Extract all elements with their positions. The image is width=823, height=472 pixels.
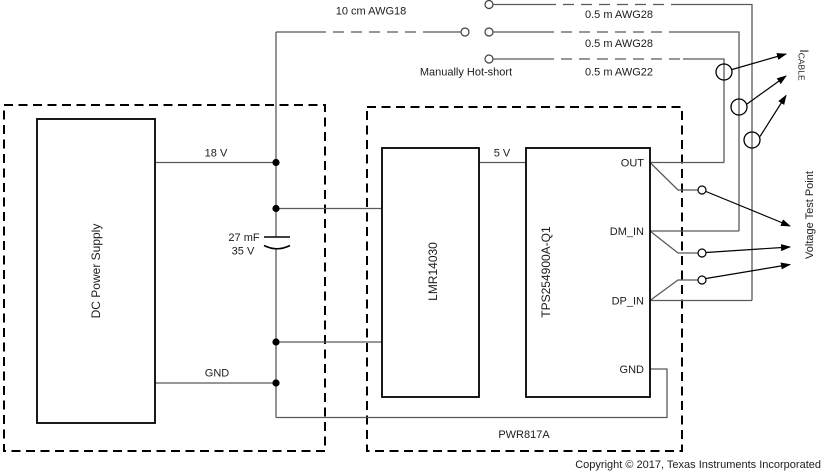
connector-terminals (460, 0, 494, 64)
probe-dm-cable (730, 98, 748, 116)
icable-arrow-3 (759, 94, 787, 137)
testpoint-arrow-dm (705, 244, 791, 254)
hot-short-label: Manually Hot-short (420, 67, 512, 79)
junction-gnd (272, 379, 280, 387)
voltage-test-point-label: Voltage Test Point (804, 171, 816, 259)
bulk-capacitor (263, 236, 291, 250)
dc-power-supply-label: DC Power Supply (89, 224, 103, 319)
tps254900a-q1-label: TPS254900A-Q1 (539, 226, 553, 318)
pin-label-gnd: GND (620, 364, 645, 376)
hot-short-terminal-right (484, 27, 494, 37)
supply-cable-label: 10 cm AWG18 (336, 6, 407, 18)
i-cable-subscript: CABLE (797, 53, 807, 81)
tps254900a-q1-block (525, 147, 651, 398)
branch-out-testpoint (649, 162, 698, 191)
wire-out-cable-right (683, 58, 725, 163)
lmr14030-label: LMR14030 (426, 242, 440, 301)
probe-out-cable (715, 63, 733, 81)
junction-18v (272, 158, 280, 167)
testpoint-arrow-out (705, 190, 791, 227)
dp-cable-label: 0.5 m AWG28 (585, 9, 653, 21)
pin-label-dp-in: DP_IN (612, 296, 644, 308)
net-label-5v: 5 V (494, 148, 511, 160)
testpoint-out (697, 185, 707, 195)
icable-arrow-1 (731, 53, 787, 71)
testpoint-dm (697, 248, 707, 258)
out-cable-label: 0.5 m AWG22 (585, 67, 653, 79)
icable-arrow-2 (746, 75, 787, 105)
branch-dm-testpoint (649, 230, 698, 254)
pin-label-dm-in: DM_IN (610, 226, 644, 238)
out-cable-terminal (484, 54, 494, 64)
capacitor-value-label: 27 mF (228, 232, 259, 244)
wire-dp-cable-right (680, 3, 753, 301)
dp-cable-terminal (484, 0, 494, 10)
current-probes (715, 53, 787, 149)
probe-dp-cable (743, 131, 761, 149)
branch-dp-testpoint (649, 279, 698, 302)
testpoint-arrow-dp (705, 262, 791, 280)
pwr817a-board-outline (366, 106, 683, 452)
board-name-label: PWR817A (498, 429, 550, 441)
net-label-18v: 18 V (205, 148, 228, 160)
junction-lmr-gnd (272, 338, 280, 346)
i-cable-label: ICABLE (797, 49, 812, 81)
junction-vin (272, 204, 280, 213)
lmr14030-block (381, 147, 480, 398)
wires (155, 3, 753, 419)
wire-gnd-return (276, 368, 668, 419)
net-label-gnd: GND (205, 368, 230, 380)
testpoint-dp (697, 275, 707, 285)
dm-cable-label: 0.5 m AWG28 (585, 38, 653, 50)
i-cable-symbol: I (797, 49, 811, 52)
voltage-test-points (697, 185, 791, 285)
capacitor-rating-label: 35 V (232, 246, 255, 258)
capacitor-curved-plate (263, 244, 291, 250)
pin-label-out: OUT (621, 158, 645, 170)
dc-supply-enclosure (3, 104, 326, 452)
copyright-text: Copyright © 2017, Texas Instruments Inco… (575, 459, 821, 471)
hot-short-terminal-left (460, 27, 470, 37)
wire-dm-cable-right (680, 31, 740, 231)
junction-dots (272, 158, 280, 387)
dc-power-supply-block (36, 118, 156, 424)
